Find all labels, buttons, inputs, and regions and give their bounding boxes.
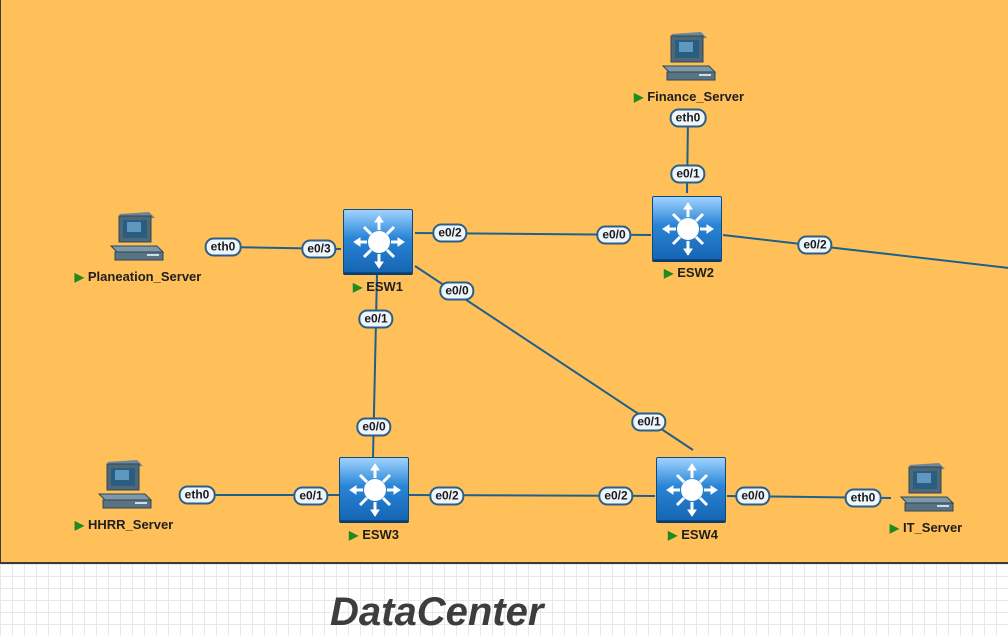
- computer-icon: [661, 32, 717, 81]
- topology-canvas[interactable]: ▶Finance_Server ▶Planeation_Server ▶HHRR…: [0, 0, 1008, 564]
- port-label: e0/2: [429, 486, 465, 506]
- esw4-switch-node[interactable]: [656, 457, 726, 521]
- running-status-icon: ▶: [74, 270, 84, 284]
- node-name: ESW1: [366, 279, 404, 294]
- esw4-label[interactable]: ▶ESW4: [668, 527, 718, 542]
- port-label: e0/1: [358, 309, 394, 329]
- planeation-server-node[interactable]: [105, 210, 167, 266]
- running-status-icon: ▶: [348, 528, 359, 542]
- running-status-icon: ▶: [889, 521, 899, 535]
- port-label: e0/0: [356, 417, 392, 437]
- esw3-switch-node[interactable]: [339, 457, 409, 521]
- finance-server-label[interactable]: ▶Finance_Server: [634, 89, 744, 104]
- multilayer-switch-icon: [666, 463, 718, 517]
- port-label: eth0: [844, 488, 882, 508]
- running-status-icon: ▶: [352, 280, 363, 294]
- computer-icon: [97, 460, 153, 509]
- multilayer-switch-icon: [353, 215, 405, 269]
- running-status-icon: ▶: [633, 90, 644, 104]
- node-name: Finance_Server: [647, 89, 745, 104]
- node-name: IT_Server: [902, 520, 963, 535]
- running-status-icon: ▶: [667, 528, 678, 542]
- node-name: ESW3: [362, 527, 400, 542]
- multilayer-switch-icon: [662, 202, 714, 256]
- port-label: e0/2: [432, 223, 468, 243]
- port-label: e0/0: [735, 486, 771, 506]
- port-label: e0/2: [797, 235, 833, 255]
- hhrr-server-label[interactable]: ▶HHRR_Server: [75, 517, 174, 532]
- multilayer-switch-icon: [349, 463, 401, 517]
- planeation-server-label[interactable]: ▶Planeation_Server: [75, 269, 202, 284]
- esw2-switch-node[interactable]: [652, 196, 722, 260]
- port-label: e0/2: [598, 486, 634, 506]
- port-label: e0/0: [439, 281, 475, 301]
- port-label: eth0: [204, 237, 242, 257]
- node-name: Planeation_Server: [87, 269, 202, 284]
- running-status-icon: ▶: [663, 266, 674, 280]
- esw1-switch-node[interactable]: [343, 209, 413, 273]
- port-label: e0/3: [301, 239, 337, 259]
- it-server-node[interactable]: [895, 461, 957, 517]
- node-name: ESW2: [677, 265, 715, 280]
- node-name: ESW4: [681, 527, 719, 542]
- hhrr-server-node[interactable]: [93, 458, 155, 514]
- link-esw2-offscreen[interactable]: [722, 234, 1008, 269]
- running-status-icon: ▶: [74, 518, 84, 532]
- port-label: e0/1: [670, 164, 706, 184]
- computer-icon: [899, 463, 955, 512]
- port-label: e0/1: [631, 412, 667, 432]
- port-label: e0/0: [596, 225, 632, 245]
- port-label: e0/1: [293, 486, 329, 506]
- esw1-label[interactable]: ▶ESW1: [353, 279, 403, 294]
- port-label: eth0: [669, 108, 707, 128]
- node-name: HHRR_Server: [87, 517, 174, 532]
- computer-icon: [109, 212, 165, 261]
- finance-server-node[interactable]: [657, 30, 719, 86]
- esw2-label[interactable]: ▶ESW2: [664, 265, 714, 280]
- it-server-label[interactable]: ▶IT_Server: [890, 520, 963, 535]
- diagram-title: DataCenter: [330, 590, 544, 634]
- esw3-label[interactable]: ▶ESW3: [349, 527, 399, 542]
- port-label: eth0: [178, 485, 216, 505]
